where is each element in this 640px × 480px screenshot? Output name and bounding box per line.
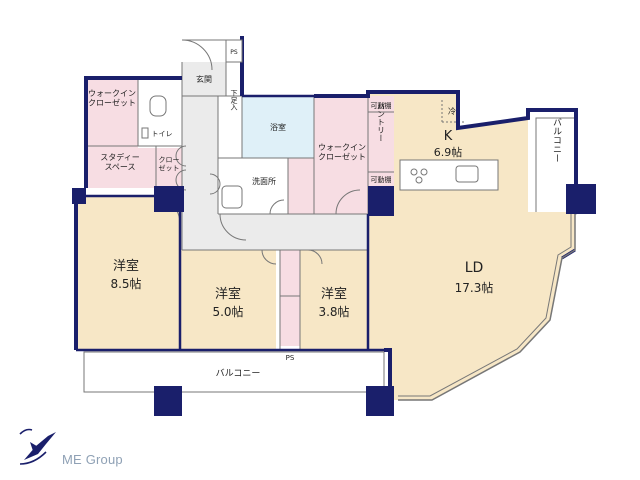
hallway-floor <box>182 96 218 250</box>
closet-small-label: クローゼット <box>159 156 180 172</box>
wic-left-floor <box>86 78 138 146</box>
toilet-icon <box>149 95 167 117</box>
ld-name: LD <box>465 260 484 276</box>
brand <box>16 424 156 474</box>
washroom-label: 洗面所 <box>252 176 276 186</box>
western-room-1-floor <box>76 196 180 350</box>
balcony-bottom <box>83 351 385 393</box>
ps-top-label: PS <box>230 49 238 56</box>
wic-center-label: ウォークインクローゼット <box>318 143 366 162</box>
movable-shelf-top-label: 可動棚 <box>371 101 392 110</box>
room-walls <box>76 94 384 352</box>
western-room-2-size: 5.0帖 <box>212 304 243 319</box>
fridge-label: 冷 <box>448 106 456 116</box>
entrance-floor <box>182 62 226 96</box>
stove-icon <box>410 168 428 184</box>
western-room-2-name: 洋室 <box>215 286 241 302</box>
toilet-floor <box>138 78 182 148</box>
western-room-3-size: 3.8帖 <box>318 304 349 319</box>
western-room-3-name: 洋室 <box>321 286 347 302</box>
shoe-storage-label: 下足入 <box>230 90 238 111</box>
ld-curved-window <box>398 212 576 401</box>
movable-shelf-bottom-label: 可動棚 <box>371 175 392 184</box>
outer-walls <box>74 36 578 400</box>
ld-curved-window-inner <box>398 214 572 397</box>
columns <box>72 184 596 416</box>
ps-top-box <box>225 39 243 63</box>
study-floor <box>86 146 156 188</box>
wash-shelf-floor <box>288 158 314 214</box>
sink-icon <box>455 165 479 183</box>
washbasin-icon <box>221 185 243 209</box>
pantry-label: パントリー <box>377 102 386 142</box>
toilet-label: トイレ <box>152 130 173 138</box>
closet-small-floor <box>156 148 182 188</box>
ps-bottom-label: PS <box>286 354 295 362</box>
entrance-label: 玄関 <box>196 74 212 84</box>
balcony-bottom-label: バルコニー <box>216 368 261 379</box>
ld-size: 17.3帖 <box>455 280 494 295</box>
bathroom-floor <box>242 96 314 158</box>
brand-name: ME Group <box>62 452 123 467</box>
kitchen-counter <box>399 159 499 191</box>
kitchen-size: 6.9帖 <box>434 146 463 159</box>
western-room-1-name: 洋室 <box>113 258 139 274</box>
western-room-2-floor <box>180 250 276 350</box>
western-room-1-size: 8.5帖 <box>110 276 141 291</box>
hallway-cross-floor <box>218 214 368 250</box>
western-room-3-floor <box>300 250 368 350</box>
bathroom-label: 浴室 <box>270 122 286 132</box>
wic-left-label: ウォークインクローゼット <box>88 89 136 108</box>
kitchen-name: K <box>444 129 453 144</box>
swallow-logo-icon <box>19 428 56 465</box>
balcony-right-label: バルコニー <box>551 117 562 162</box>
toilet-sink-icon <box>141 127 149 139</box>
wic-center-floor <box>314 96 368 214</box>
hall-closet-floor <box>280 250 300 346</box>
study-label: スタディースペース <box>100 152 139 172</box>
